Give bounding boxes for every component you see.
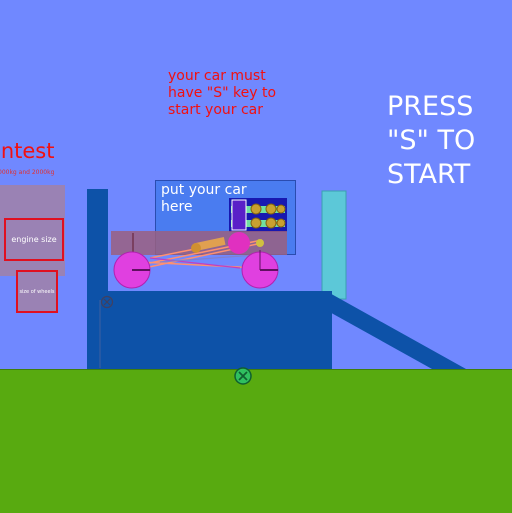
engine-size-button[interactable]: engine size	[4, 218, 64, 261]
contest-weight-range: 000kg and 2000kg	[0, 169, 55, 176]
start-key-notice: your car must have "S" key to start your…	[168, 68, 277, 118]
circle-x-icon	[100, 295, 114, 309]
ground	[0, 369, 512, 513]
press-s-to-start: PRESS "S" TO START	[387, 91, 476, 190]
car-front-wheel	[241, 250, 279, 289]
platform	[108, 291, 332, 370]
car-piston	[194, 236, 226, 252]
car-rear-wheel	[113, 251, 151, 289]
car-driver-gear	[228, 232, 250, 254]
circle-x-icon[interactable]	[233, 366, 253, 386]
wheel-size-button[interactable]: size of wheels	[16, 270, 58, 313]
right-pillar	[321, 190, 347, 300]
engine-block	[229, 198, 287, 232]
left-pillar	[87, 189, 108, 370]
car-placement-label: put your car here	[161, 182, 247, 215]
contest-title: ontest	[0, 139, 55, 163]
ramp	[326, 291, 466, 369]
